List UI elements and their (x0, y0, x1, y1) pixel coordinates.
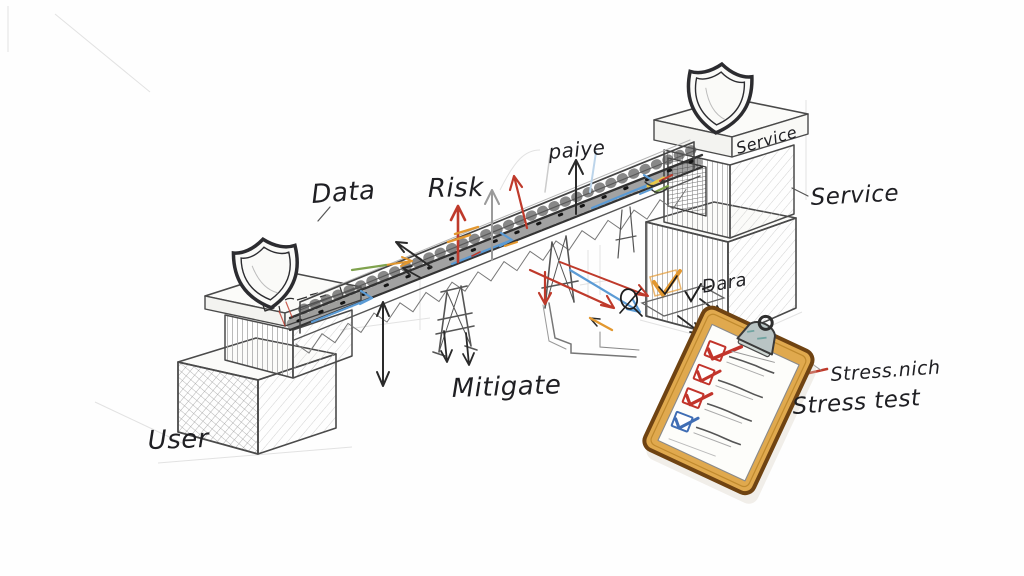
span-measure-arrow (376, 301, 390, 387)
q-mark (619, 288, 639, 310)
data-label: Data (310, 176, 376, 210)
bridge-rail-posts (298, 144, 699, 314)
bridge-truss-bracing (295, 189, 687, 354)
entrance-scribbles (639, 174, 673, 195)
paiye-label: paiye (546, 135, 606, 164)
bridge-deck-planks (286, 155, 706, 330)
checklist-line (717, 379, 764, 399)
check-icon (674, 416, 700, 430)
mitigate-label: Mitigate (451, 370, 562, 404)
v-mark (684, 283, 712, 303)
checklist-line (728, 355, 775, 374)
paiye-arrow (568, 159, 584, 215)
check-icon (685, 392, 714, 407)
pipe-path (542, 302, 640, 358)
checklist-line (695, 426, 742, 446)
checklist-item (670, 410, 742, 448)
data-label-leader (317, 206, 331, 222)
left-tower (177, 270, 362, 455)
service-label-leader (791, 187, 809, 197)
check-icon (696, 369, 722, 383)
orange-marks (385, 225, 682, 332)
bridge-rail-top (299, 141, 695, 303)
checklist-line (706, 402, 753, 422)
clipboard (642, 305, 817, 504)
route-rectangle (640, 285, 726, 317)
faint-posts (544, 151, 597, 193)
user-label: User (147, 424, 211, 456)
right-tower: Service (645, 97, 809, 339)
clip-icon (736, 314, 777, 358)
right-tower-upper (653, 97, 809, 239)
bridge-deck-top (288, 153, 704, 320)
gray-arrows (484, 189, 500, 261)
green-marks (350, 184, 670, 272)
risk-label: Risk (428, 173, 485, 204)
misc-ink-marks (619, 275, 712, 317)
service-label: Service (810, 180, 900, 211)
checklist-item (681, 387, 753, 424)
checklist-item (692, 363, 764, 401)
checklist-item (703, 340, 775, 377)
